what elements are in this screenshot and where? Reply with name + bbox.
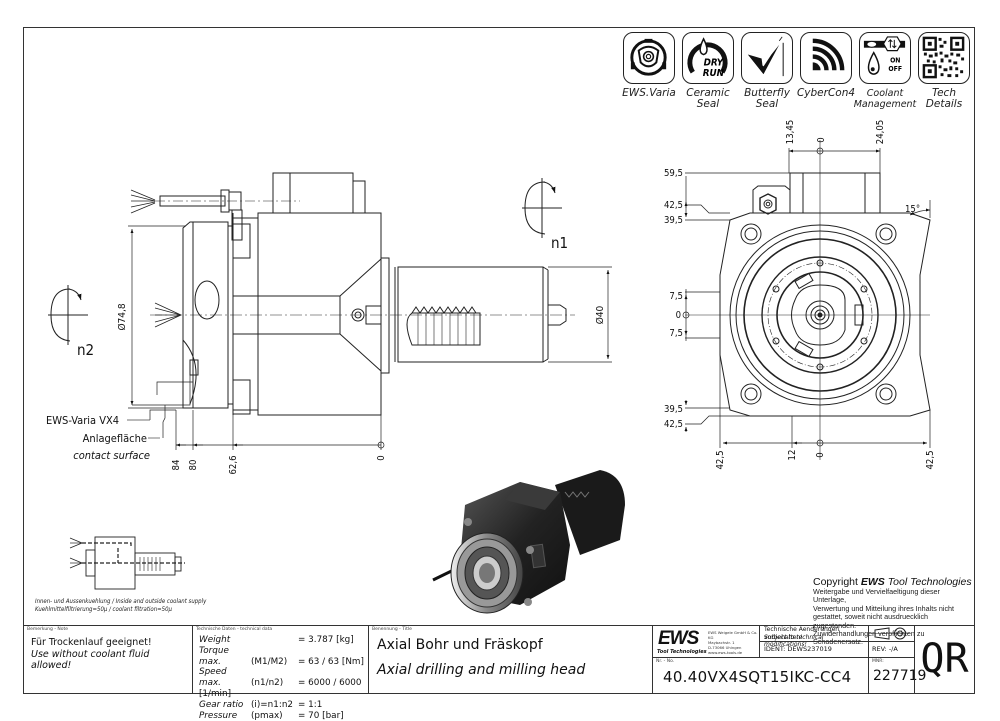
tech-row: Gear ratio(i)=n1:n2= 1:1 xyxy=(199,699,323,710)
dim-dia-shank: Ø40 xyxy=(594,305,606,324)
cybercon4-label: CyberCon4 xyxy=(796,87,856,99)
mnr-value: 227719 xyxy=(873,668,927,684)
ident-value: DEWS237019 xyxy=(787,645,832,653)
note-en: Use without coolant fluid allowed! xyxy=(31,649,150,671)
housing xyxy=(257,212,382,416)
run-badge: RUN xyxy=(703,68,725,79)
dim-59-5: 59,5 xyxy=(664,168,683,179)
title-cell: Benennung - Title Axial Bohr und Fräskop… xyxy=(368,625,653,694)
tech-row: Speed max.(n1/n2)= 6000 / 6000 [1/min] xyxy=(199,667,362,699)
dim-dia-flange: Ø74,8 xyxy=(116,303,128,330)
front-view xyxy=(682,140,931,460)
title-en: Axial drilling and milling head xyxy=(377,662,586,678)
dim-12: 12 xyxy=(787,450,798,461)
dim-39-5-bot: 39,5 xyxy=(664,404,683,415)
front-dimensions xyxy=(682,147,931,448)
qr-code-icon[interactable] xyxy=(918,32,970,84)
ews-varia-icon[interactable] xyxy=(623,32,675,84)
mounting-screws xyxy=(740,223,897,405)
part-number-cell: Nr. - No. 40.40VX4SQT15IKC-CC4 xyxy=(652,657,869,694)
callout-contact-en: contact surface xyxy=(73,449,150,462)
dim-angle: 15° xyxy=(905,204,920,215)
dim-24-05: 24,05 xyxy=(875,120,886,144)
dry-badge: DRY xyxy=(704,57,725,68)
dim-39-5-top: 39,5 xyxy=(664,215,683,226)
note-de: Für Trockenlauf geeignet! xyxy=(31,637,152,648)
dim-62-6: 62,6 xyxy=(228,455,239,474)
coolant-note: Innen- und Aussenkuehlung / Inside and o… xyxy=(35,598,207,613)
rev-cell: REV: -/A xyxy=(868,641,915,658)
title-de: Axial Bohr und Fräskopf xyxy=(377,637,543,653)
tech-row: Torque max.(M1/M2)= 63 / 63 [Nm] xyxy=(199,645,364,667)
projection-symbol-cell xyxy=(868,625,915,642)
mnr-cell: MNR: 227719 xyxy=(868,657,926,694)
rotation-n1 xyxy=(522,178,562,238)
dim-7-5-bot: 7,5 xyxy=(669,328,683,339)
dim-left-0: 0 xyxy=(676,310,681,321)
rev-value: -/A xyxy=(888,645,898,653)
ident-cell: IDENT: DEWS237019 xyxy=(759,641,869,658)
rotation-n2 xyxy=(48,285,88,345)
coolant-note-line1: Innen- und Aussenkuehlung / Inside and o… xyxy=(35,598,207,605)
callout-contact-de: Anlagefläche xyxy=(83,432,147,445)
ceramic-seal-icon[interactable]: DRY RUN xyxy=(682,32,734,84)
qr-cell[interactable]: QR xyxy=(914,625,975,694)
dim-42-5-bot-left: 42,5 xyxy=(715,450,726,469)
product-3d-render xyxy=(432,470,625,614)
coolant-management-icon[interactable]: ON OFF xyxy=(859,32,911,84)
n2-label: n2 xyxy=(77,341,94,359)
dim-80: 80 xyxy=(188,460,199,471)
side-view xyxy=(48,172,612,450)
tech-row: Weight= 3.787 [kg] xyxy=(199,635,354,645)
copyright-brand: EWS xyxy=(860,576,885,588)
shank xyxy=(397,266,544,363)
part-number: 40.40VX4SQT15IKC-CC4 xyxy=(663,668,852,686)
dim-bot-0: 0 xyxy=(815,452,826,457)
side-dimensions xyxy=(128,225,612,450)
dim-0-side: 0 xyxy=(376,455,387,460)
dim-84: 84 xyxy=(171,460,182,471)
coolant-schematic xyxy=(69,536,185,590)
note-cell: Bemerkung - Note Für Trockenlauf geeigne… xyxy=(23,625,193,694)
dim-42-5-top: 42,5 xyxy=(664,200,683,211)
front-view-labels: 13,45 0 24,05 59,5 42,5 39,5 7,5 0 7,5 3… xyxy=(664,120,936,470)
dim-top-0: 0 xyxy=(816,137,827,142)
cybercon4-icon[interactable] xyxy=(800,32,852,84)
qr-label: QR xyxy=(920,636,969,682)
ews-varia-label: EWS.Varia xyxy=(622,87,676,99)
logo-cell: EWS Tool Technologies EWS Weigele GmbH &… xyxy=(652,625,760,658)
coolant-connector xyxy=(130,172,366,241)
butterfly-seal-icon[interactable] xyxy=(741,32,793,84)
dim-42-5-bot: 42,5 xyxy=(664,419,683,430)
ews-logo: EWS xyxy=(658,628,699,649)
changes-cell: Technische Aenderungen vorbehalten! Subj… xyxy=(759,625,869,648)
dim-7-5-top: 7,5 xyxy=(669,291,683,302)
flange xyxy=(182,221,229,409)
tech-row: Pressure(pmax)= 70 [bar] xyxy=(199,710,344,721)
projection-symbol-icon xyxy=(872,627,909,640)
tech-data-cell: Technische Daten - technical data Weight… xyxy=(192,625,369,721)
on-badge: ON xyxy=(890,56,900,64)
callout-varia: EWS-Varia VX4 xyxy=(46,414,119,427)
off-badge: OFF xyxy=(888,65,902,73)
coolant-note-line2: Kuehlmittelfiltrierung=50µ / coolant fil… xyxy=(35,606,173,613)
dim-13-45: 13,45 xyxy=(785,120,796,144)
tech-data-table: Weight= 3.787 [kg] Torque max.(M1/M2)= 6… xyxy=(199,635,368,721)
n1-label: n1 xyxy=(551,234,568,252)
dim-42-5-bot-right: 42,5 xyxy=(925,450,936,469)
side-view-labels: n1 n2 Ø74,8 Ø40 84 80 62,6 0 EWS-Varia V… xyxy=(46,234,606,475)
